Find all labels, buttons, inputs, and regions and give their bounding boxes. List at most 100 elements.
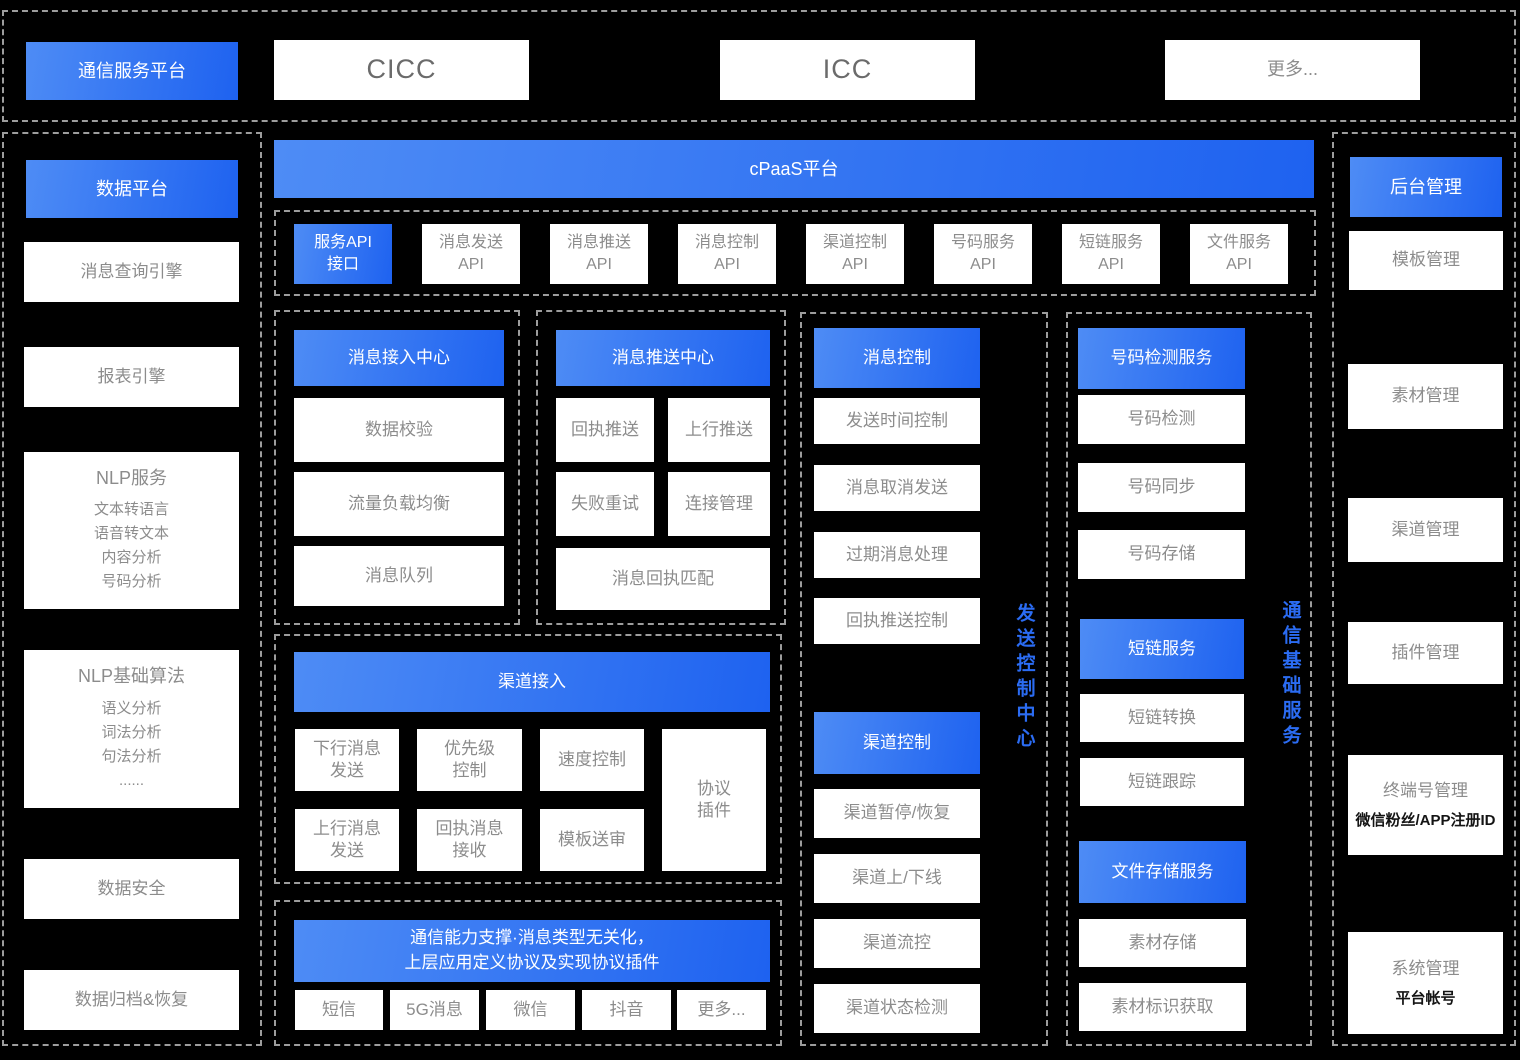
- traffic-load-balance-box: 流量负载均衡: [294, 472, 504, 536]
- template-management-box: 模板管理: [1349, 231, 1503, 290]
- channel-status-detect-box: 渠道状态检测: [814, 984, 980, 1033]
- nlp-service-item: 号码分析: [101, 573, 162, 591]
- box-label-line: 插件: [697, 801, 731, 820]
- nlp-base-item: 句法分析: [101, 747, 162, 765]
- report-engine-box: 报表引擎: [24, 347, 239, 407]
- receipt-matching-box: 消息回执匹配: [556, 548, 770, 610]
- box-label-line: 优先级: [444, 738, 495, 758]
- system-management-box: 系统管理 平台帐号: [1348, 932, 1503, 1034]
- more-channels-box: 更多...: [677, 990, 766, 1030]
- douyin-box: 抖音: [582, 990, 671, 1030]
- number-detection-header: 号码检测服务: [1078, 328, 1245, 389]
- api-label-line: API: [970, 256, 996, 273]
- box-label-line: 接收: [452, 841, 487, 860]
- message-access-center-header: 消息接入中心: [294, 330, 504, 386]
- service-api-box: 服务API 接口: [294, 224, 392, 284]
- capability-support-header: 通信能力支撑·消息类型无关化， 上层应用定义协议及实现协议插件: [294, 920, 770, 982]
- message-push-center-header: 消息推送中心: [556, 330, 770, 386]
- message-access-center-group: 消息接入中心 数据校验 流量负载均衡 消息队列: [274, 310, 520, 625]
- box-label-line: 控制: [452, 761, 487, 780]
- protocol-plugin-box: 协议插件: [662, 729, 766, 871]
- shortlink-service-api-box: 短链服务 API: [1062, 224, 1160, 284]
- data-security-box: 数据安全: [24, 859, 239, 919]
- nlp-base-item: ......: [118, 771, 144, 789]
- api-label-line: 文件服务: [1206, 234, 1271, 252]
- message-send-api-box: 消息发送 API: [422, 224, 520, 284]
- basic-services-vertical-label: 通信基础服务: [1279, 600, 1301, 750]
- basic-services-group: 号码检测服务 号码检测 号码同步 号码存储 通信基础服务 短链服务 短链转换 短…: [1066, 312, 1312, 1046]
- number-detect-box: 号码检测: [1078, 395, 1245, 444]
- header-line: 上层应用定义协议及实现协议插件: [404, 953, 660, 972]
- retry-on-failure-box: 失败重试: [556, 472, 654, 536]
- box-label-line: 发送: [330, 761, 364, 780]
- api-label-line: API: [714, 256, 740, 273]
- send-control-center-vertical-label: 发送控制中心: [1013, 603, 1035, 753]
- tab-icc[interactable]: ICC: [720, 40, 975, 100]
- material-storage-box: 素材存储: [1079, 919, 1246, 967]
- top-section: 通信服务平台 CICC ICC 更多...: [2, 10, 1516, 122]
- data-archive-box: 数据归档&恢复: [24, 970, 239, 1030]
- api-label-line: 接口: [326, 256, 359, 273]
- api-label-line: 服务API: [314, 234, 372, 252]
- shortlink-service-header: 短链服务: [1080, 619, 1244, 679]
- api-label-line: API: [458, 256, 484, 273]
- api-label-line: 短链服务: [1078, 234, 1143, 252]
- nlp-service-box: NLP服务 文本转语言 语音转文本 内容分析 号码分析: [24, 452, 239, 609]
- api-label-line: 消息推送: [566, 234, 631, 252]
- shortlink-track-box: 短链跟踪: [1080, 758, 1244, 806]
- channel-pause-resume-box: 渠道暂停/恢复: [814, 789, 980, 838]
- nlp-service-title: NLP服务: [95, 467, 167, 488]
- terminal-number-management-box: 终端号管理 微信粉丝/APP注册ID: [1348, 755, 1503, 855]
- api-label-line: API: [842, 256, 868, 273]
- nlp-base-algorithm-box: NLP基础算法 语义分析 词法分析 句法分析 ......: [24, 650, 239, 808]
- api-label-line: API: [1098, 256, 1124, 273]
- downstream-send-box: 下行消息发送: [295, 729, 399, 791]
- nlp-service-item: 内容分析: [101, 549, 162, 567]
- message-control-header: 消息控制: [814, 328, 980, 388]
- 5g-message-box: 5G消息: [390, 990, 479, 1030]
- priority-control-box: 优先级控制: [417, 729, 522, 791]
- box-label-line: 回执消息: [435, 818, 504, 838]
- expired-message-box: 过期消息处理: [814, 532, 980, 578]
- header-line: 通信能力支撑·消息类型无关化，: [410, 928, 654, 948]
- admin-panel: 后台管理 模板管理 素材管理 渠道管理 插件管理 终端号管理 微信粉丝/APP注…: [1332, 132, 1516, 1046]
- channel-on-offline-box: 渠道上/下线: [814, 854, 980, 903]
- receipt-receive-box: 回执消息接收: [417, 809, 522, 871]
- message-queue-box: 消息队列: [294, 546, 504, 606]
- tab-more[interactable]: 更多...: [1165, 40, 1420, 100]
- tab-communication-service-platform[interactable]: 通信服务平台: [26, 42, 238, 100]
- message-cancel-box: 消息取消发送: [814, 465, 980, 511]
- admin-header: 后台管理: [1350, 157, 1502, 217]
- wechat-box: 微信: [486, 990, 575, 1030]
- receipt-push-control-box: 回执推送控制: [814, 598, 980, 644]
- box-label-line: 上行消息: [313, 818, 381, 838]
- api-label-line: 渠道控制: [822, 234, 887, 252]
- send-time-control-box: 发送时间控制: [814, 398, 980, 444]
- send-control-center-group: 消息控制 发送时间控制 消息取消发送 过期消息处理 回执推送控制 发送控制中心 …: [800, 312, 1048, 1046]
- channel-flow-control-box: 渠道流控: [814, 919, 980, 968]
- nlp-base-title: NLP基础算法: [77, 666, 185, 687]
- channel-management-box: 渠道管理: [1348, 498, 1503, 562]
- number-storage-box: 号码存储: [1078, 530, 1245, 579]
- upstream-send-box: 上行消息发送: [295, 809, 399, 871]
- box-label-line: 协议: [697, 778, 731, 798]
- terminal-number-subtitle: 微信粉丝/APP注册ID: [1355, 811, 1496, 829]
- system-management-title: 系统管理: [1391, 958, 1460, 978]
- material-id-box: 素材标识获取: [1079, 983, 1246, 1031]
- tab-cicc[interactable]: CICC: [274, 40, 529, 100]
- receipt-push-box: 回执推送: [556, 398, 654, 462]
- cpaas-platform-banner: cPaaS平台: [274, 140, 1314, 198]
- data-validation-box: 数据校验: [294, 398, 504, 462]
- api-label-line: 消息发送: [438, 234, 503, 252]
- message-push-center-group: 消息推送中心 回执推送 上行推送 失败重试 连接管理 消息回执匹配: [536, 310, 786, 625]
- number-sync-box: 号码同步: [1078, 463, 1245, 512]
- capability-support-group: 通信能力支撑·消息类型无关化，上层应用定义协议及实现协议插件 短信 5G消息 微…: [274, 900, 782, 1046]
- nlp-service-item: 文本转语言: [93, 501, 169, 519]
- file-storage-service-header: 文件存储服务: [1079, 841, 1246, 903]
- channel-control-api-box: 渠道控制 API: [806, 224, 904, 284]
- message-query-engine-box: 消息查询引擎: [24, 242, 239, 302]
